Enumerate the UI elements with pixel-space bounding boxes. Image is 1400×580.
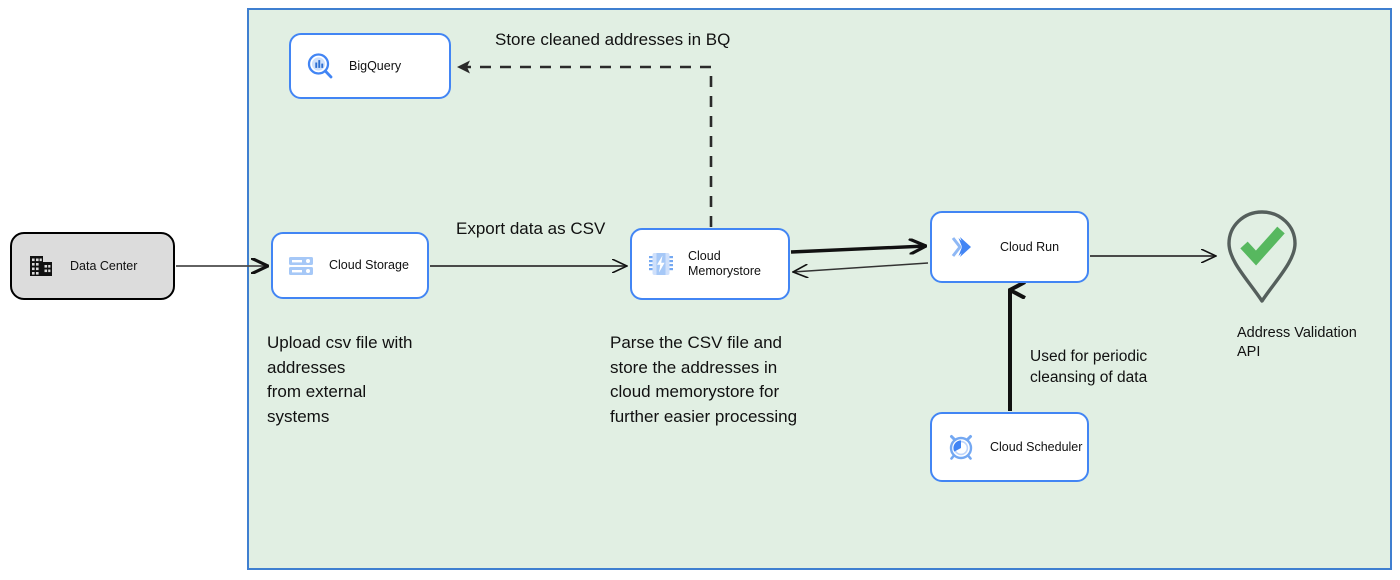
note-parse-csv: Parse the CSV file and store the address…	[610, 333, 798, 426]
cloud-memorystore-icon	[646, 249, 676, 279]
node-data-center[interactable]: Data Center	[10, 232, 175, 300]
note-periodic-cleansing: Used for periodic cleansing of data	[1030, 348, 1148, 386]
node-cloud-memorystore[interactable]: Cloud Memorystore	[630, 228, 790, 300]
node-label-address-validation-api: Address Validation API	[1237, 325, 1357, 360]
node-label-data-center: Data Center	[70, 258, 138, 273]
bigquery-icon	[305, 51, 335, 81]
data-center-icon	[28, 253, 54, 279]
edge-label-export-data-as-csv: Export data as CSV	[456, 219, 606, 238]
map-pin-check-icon	[1227, 210, 1297, 303]
node-label-cloud-run: Cloud Run	[1000, 239, 1060, 254]
node-label-cloud-memorystore: Cloud Memorystore	[688, 249, 761, 278]
node-address-validation-api[interactable]	[1221, 208, 1303, 305]
cloud-storage-icon	[287, 252, 315, 280]
node-cloud-storage[interactable]: Cloud Storage	[271, 232, 429, 299]
cloud-scheduler-icon	[946, 432, 976, 462]
google-cloud-boundary-panel	[247, 8, 1392, 570]
node-label-cloud-scheduler: Cloud Scheduler	[990, 439, 1083, 454]
edge-label-store-cleaned-addresses: Store cleaned addresses in BQ	[495, 30, 731, 49]
node-bigquery[interactable]: BigQuery	[289, 33, 451, 99]
note-upload-csv: Upload csv file with addresses from exte…	[267, 333, 413, 426]
node-label-cloud-storage: Cloud Storage	[329, 258, 409, 272]
node-label-bigquery: BigQuery	[349, 58, 402, 73]
cloud-run-icon	[948, 232, 982, 262]
node-cloud-run[interactable]: Cloud Run	[930, 211, 1089, 283]
node-cloud-scheduler[interactable]: Cloud Scheduler	[930, 412, 1089, 482]
